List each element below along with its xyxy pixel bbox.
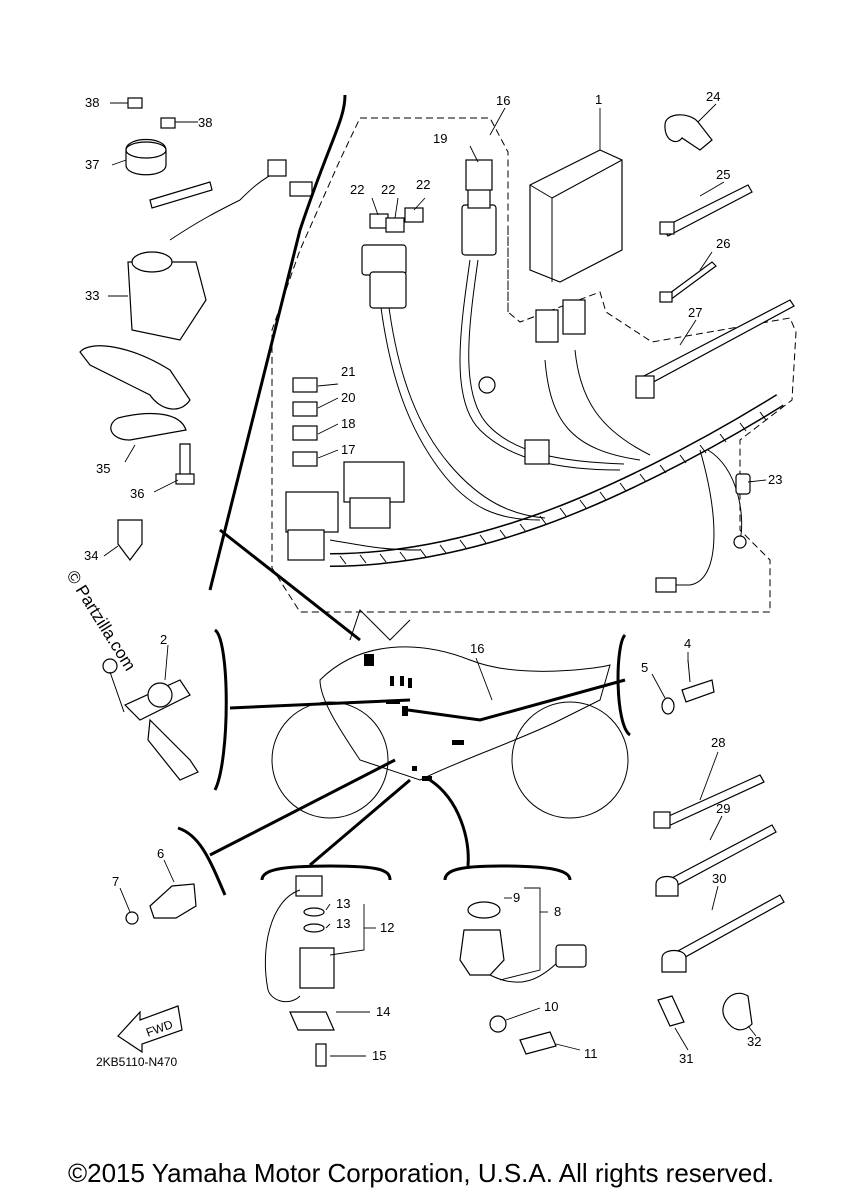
diagram-code: 2KB5110-N470 [96,1055,177,1069]
motorcycle-outline [209,528,629,867]
callout-11: 11 [584,1046,598,1061]
callout-1: 1 [595,92,602,107]
callout-9: 9 [513,890,520,905]
callout-16a: 16 [496,93,510,108]
wire-harness-area [271,117,797,613]
callout-29: 29 [716,801,730,816]
leader-lines [103,102,767,1057]
callout-4: 4 [684,636,691,651]
sensor-6-7 [125,883,197,925]
callout-38a: 38 [85,95,99,110]
callout-13a: 13 [336,896,350,911]
callout-22a: 22 [350,182,364,197]
callout-20: 20 [341,390,355,405]
cable-ties-upper [635,114,795,495]
callout-6: 6 [157,846,164,861]
callout-37: 37 [85,157,99,172]
callout-19: 19 [433,131,447,146]
callout-27: 27 [688,305,702,320]
callout-10: 10 [544,999,558,1014]
callout-26: 26 [716,236,730,251]
callout-18: 18 [341,416,355,431]
copyright-notice: ©2015 Yamaha Motor Corporation, U.S.A. A… [67,1158,775,1188]
callout-8: 8 [554,904,561,919]
callout-22b: 22 [381,182,395,197]
callout-35: 35 [96,461,110,476]
sensor-4-5 [661,659,715,715]
callout-22c: 22 [416,177,430,192]
callout-24: 24 [706,89,720,104]
inset-brackets [177,94,632,896]
callout-36: 36 [130,486,144,501]
callout-23: 23 [768,472,782,487]
callout-31: 31 [679,1051,693,1066]
callout-2: 2 [160,632,167,647]
callout-17: 17 [341,442,355,457]
callout-7: 7 [112,874,119,889]
callout-13b: 13 [336,916,350,931]
watermark: © Partzilla.com [63,567,140,674]
callouts: 1 2 4 5 6 7 8 9 10 11 12 13 13 14 15 16 … [84,89,782,1066]
callout-25: 25 [716,167,730,182]
callout-14: 14 [376,1004,390,1019]
ecu-unit [529,149,623,283]
callout-30: 30 [712,871,726,886]
sensor-8-11 [459,901,587,1055]
sensor-2 [102,658,199,781]
relay-connectors [292,159,493,467]
callout-33: 33 [85,288,99,303]
cable-ties-lower [653,774,785,1031]
callout-5: 5 [641,660,648,675]
forward-arrow: FWD [117,1005,183,1054]
sensor-12-15 [264,875,335,1067]
callout-15: 15 [372,1048,386,1063]
ignition-switch-group [79,97,313,561]
callout-34: 34 [84,548,98,563]
callout-38b: 38 [198,115,212,130]
callout-21: 21 [341,364,355,379]
callout-32: 32 [747,1034,761,1049]
callout-16b: 16 [470,641,484,656]
callout-12: 12 [380,920,394,935]
callout-28: 28 [711,735,725,750]
